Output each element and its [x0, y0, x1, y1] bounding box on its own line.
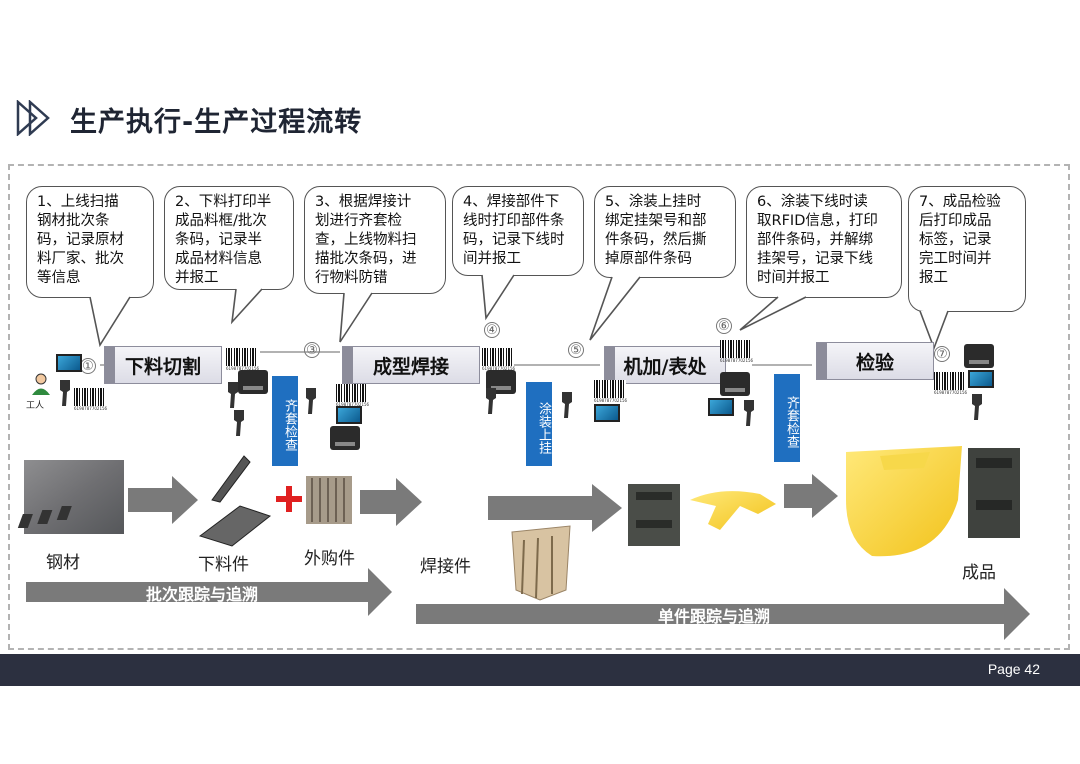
callout-2: 2、下料打印半 成品料框/批次 条码，记录半 成品材料信息 并报工 [164, 186, 294, 290]
step-machining: 机加/表处 [604, 346, 726, 384]
barcode-icon [482, 348, 515, 371]
single-tracking-label: 单件跟踪与追溯 [658, 607, 771, 626]
worker-icon [32, 373, 50, 395]
barcode-icon [336, 384, 369, 407]
step-number-5: ⑤ [568, 342, 584, 358]
barcode-icon [720, 340, 753, 363]
callout-1: 1、上线扫描 钢材批次条 码，记录原材 料厂家、批次 等信息 [26, 186, 154, 298]
callout-5: 5、涂装上挂时 绑定挂架号和部 件条码，然后撕 掉原部件条码 [594, 186, 736, 278]
step-number-6: ⑥ [716, 318, 732, 334]
scanner-icon [228, 382, 238, 408]
monitor-icon [594, 404, 620, 422]
callout-7: 7、成品检验 后打印成品 标签，记录 完工时间并 报工 [908, 186, 1026, 312]
scanner-icon [60, 380, 70, 406]
step-number-3: ③ [304, 342, 320, 358]
monitor-icon [56, 354, 82, 372]
monitor-icon [336, 406, 362, 424]
page-number: Page 42 [987, 661, 1040, 677]
label-cut-part: 下料件 [198, 555, 249, 575]
step-inspection: 检验 [816, 342, 934, 380]
scanner-icon [306, 388, 316, 414]
step-number-4: ④ [484, 322, 500, 338]
scanner-icon [234, 410, 244, 436]
scanner-icon [486, 388, 496, 414]
worker-label: 工人 [26, 401, 45, 411]
printer-icon [964, 344, 994, 368]
monitor-icon [968, 370, 994, 388]
barcode-icon [226, 348, 259, 371]
play-arrows-icon [16, 100, 50, 136]
barcode-icon [594, 380, 627, 403]
label-steel: 钢材 [46, 553, 80, 573]
printer-icon [238, 370, 268, 394]
kit-check-label-1: 齐套检查 [272, 376, 298, 466]
callout-3: 3、根据焊接计 划进行齐套检 查，上线物料扫 描批次条码，进 行物料防错 [304, 186, 446, 294]
batch-tracking-label: 批次跟踪与追溯 [146, 585, 259, 604]
scanner-icon [744, 400, 754, 426]
barcode-icon [934, 372, 967, 395]
callout-6: 6、涂装下线时读 取RFID信息，打印 部件条码，并解绑 挂架号，记录下线 时间… [746, 186, 902, 298]
printer-icon [720, 372, 750, 396]
page-title: 生产执行-生产过程流转 [70, 107, 363, 138]
step-number-7: ⑦ [934, 346, 950, 362]
label-welded: 焊接件 [420, 557, 471, 577]
diagram-frame [8, 164, 1070, 650]
hang-label: 涂装上挂 [526, 382, 552, 466]
footer-bar: Page 42 [0, 654, 1080, 686]
callout-4: 4、焊接部件下 线时打印部件条 码，记录下线时 间并报工 [452, 186, 584, 276]
label-purchased: 外购件 [304, 549, 355, 569]
scanner-icon [972, 394, 982, 420]
monitor-icon [708, 398, 734, 416]
step-cutting: 下料切割 [104, 346, 222, 384]
step-welding: 成型焊接 [342, 346, 480, 384]
label-finished: 成品 [962, 563, 996, 583]
scanner-icon [562, 392, 572, 418]
kit-check-label-2: 齐套检查 [774, 374, 800, 462]
printer-icon [330, 426, 360, 450]
barcode-icon [74, 388, 107, 411]
